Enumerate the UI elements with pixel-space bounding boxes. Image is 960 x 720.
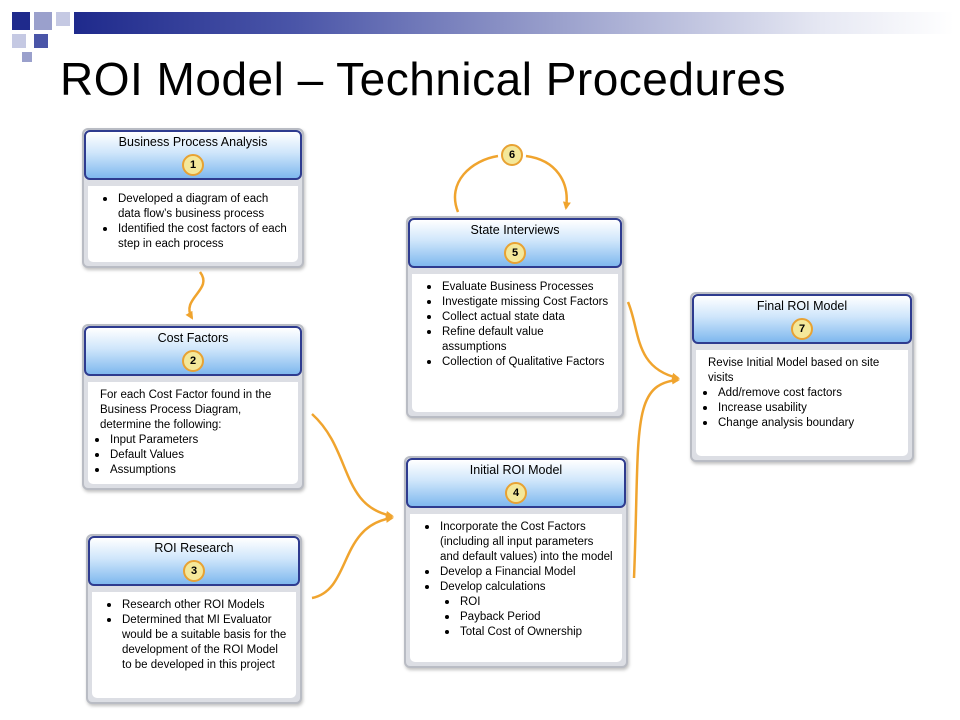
step-card-body: Developed a diagram of each data flow’s … xyxy=(88,186,298,262)
step-number-badge: 5 xyxy=(504,242,526,264)
bullet-item: Identified the cost factors of each step… xyxy=(96,222,290,252)
arrow-4-to-7 xyxy=(632,376,680,579)
step-card-body: Revise Initial Model based on site visit… xyxy=(696,350,908,456)
bullet-item: Develop calculations xyxy=(418,580,614,595)
decor-square xyxy=(12,34,26,48)
bullet-item: Evaluate Business Processes xyxy=(420,280,610,295)
step-title: Cost Factors xyxy=(157,331,229,345)
step-card-body: Research other ROI Models Determined tha… xyxy=(92,592,296,698)
step-title: ROI Research xyxy=(154,541,234,555)
bullet-item: Collection of Qualitative Factors xyxy=(420,355,610,370)
step-title: Business Process Analysis xyxy=(118,135,268,149)
decor-square xyxy=(34,12,52,30)
step-6-badge: 6 xyxy=(501,144,523,166)
step-card-header: ROI Research 3 xyxy=(88,536,300,586)
step-card-business-process-analysis: Business Process Analysis 1 Developed a … xyxy=(82,128,304,268)
step-number-badge: 7 xyxy=(791,318,813,340)
arrow-1-to-2 xyxy=(185,271,205,320)
decor-square xyxy=(22,52,32,62)
bullet-item: Determined that MI Evaluator would be a … xyxy=(100,613,288,673)
arrow-2-to-4 xyxy=(311,413,394,519)
step-card-body: Evaluate Business Processes Investigate … xyxy=(412,274,618,412)
step-title: Final ROI Model xyxy=(756,299,848,313)
step-intro-text: Revise Initial Model based on site visit… xyxy=(708,357,880,384)
bullet-item: Develop a Financial Model xyxy=(418,565,614,580)
bullet-item: Refine default value assumptions xyxy=(420,325,610,355)
bullet-item: Increase usability xyxy=(696,401,900,416)
bullet-item: Incorporate the Cost Factors (including … xyxy=(418,520,614,565)
bullet-item: Change analysis boundary xyxy=(696,416,900,431)
bullet-item: Collect actual state data xyxy=(420,310,610,325)
decor-square xyxy=(12,12,30,30)
sub-bullet-item: Payback Period xyxy=(418,610,614,625)
step-card-header: State Interviews 5 xyxy=(408,218,622,268)
header-gradient-bar xyxy=(74,12,954,34)
step-card-header: Final ROI Model 7 xyxy=(692,294,912,344)
step-card-initial-roi-model: Initial ROI Model 4 Incorporate the Cost… xyxy=(404,456,628,668)
arrow-6-loop xyxy=(453,154,567,212)
arrow-3-to-4 xyxy=(311,514,394,600)
step-card-header: Business Process Analysis 1 xyxy=(84,130,302,180)
step-card-final-roi-model: Final ROI Model 7 Revise Initial Model b… xyxy=(690,292,914,462)
step-number-badge: 1 xyxy=(182,154,204,176)
step-card-cost-factors: Cost Factors 2 For each Cost Factor foun… xyxy=(82,324,304,490)
step-card-body: Incorporate the Cost Factors (including … xyxy=(410,514,622,662)
step-intro-text: For each Cost Factor found in the Busine… xyxy=(100,389,272,431)
decor-square xyxy=(34,34,48,48)
step-card-state-interviews: State Interviews 5 Evaluate Business Pro… xyxy=(406,216,624,418)
step-number-badge: 4 xyxy=(505,482,527,504)
bullet-item: Add/remove cost factors xyxy=(696,386,900,401)
bullet-item: Assumptions xyxy=(88,463,290,478)
sub-bullet-item: ROI xyxy=(418,595,614,610)
bullet-item: Input Parameters xyxy=(88,433,290,448)
bullet-item: Developed a diagram of each data flow’s … xyxy=(96,192,290,222)
step-card-header: Initial ROI Model 4 xyxy=(406,458,626,508)
step-card-header: Cost Factors 2 xyxy=(84,326,302,376)
step-card-body: For each Cost Factor found in the Busine… xyxy=(88,382,298,484)
step-title: State Interviews xyxy=(470,223,560,237)
page-title: ROI Model – Technical Procedures xyxy=(60,53,786,105)
step-number-badge: 3 xyxy=(183,560,205,582)
arrow-5-to-7 xyxy=(626,301,680,381)
step-title: Initial ROI Model xyxy=(469,463,563,477)
bullet-item: Investigate missing Cost Factors xyxy=(420,295,610,310)
bullet-item: Research other ROI Models xyxy=(100,598,288,613)
sub-bullet-item: Total Cost of Ownership xyxy=(418,625,614,640)
step-card-roi-research: ROI Research 3 Research other ROI Models… xyxy=(86,534,302,704)
step-number-badge: 2 xyxy=(182,350,204,372)
bullet-item: Default Values xyxy=(88,448,290,463)
decor-square xyxy=(56,12,70,26)
